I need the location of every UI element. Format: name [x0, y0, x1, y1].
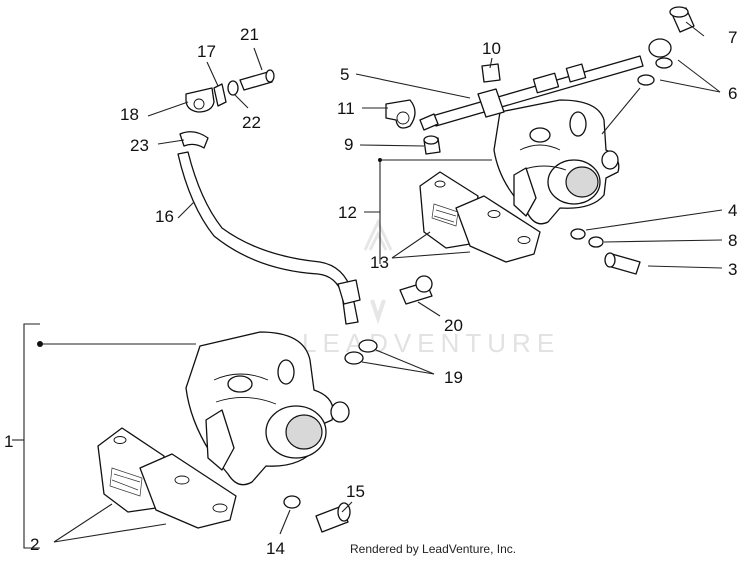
upper-caliper — [493, 99, 620, 225]
callout-11: 11 — [337, 99, 355, 118]
part-18-clamp — [185, 87, 215, 113]
part-6-washer-b — [637, 74, 655, 86]
hose-assembly — [177, 69, 361, 325]
callout-22: 22 — [242, 113, 261, 132]
part-7-bolt — [669, 6, 695, 33]
callout-labels: 1 2 3 4 5 6 7 8 9 10 11 12 13 14 15 16 1… — [4, 25, 737, 558]
ref-dot-12 — [378, 158, 382, 162]
callout-8: 8 — [728, 231, 737, 250]
part-3-bolt — [604, 252, 641, 275]
callout-2: 2 — [30, 535, 39, 554]
part-19-washer-b — [344, 351, 364, 365]
part-6-washer-a — [655, 57, 673, 69]
watermark-text: LEADVENTURE — [302, 328, 560, 358]
part-8-washer — [588, 236, 604, 248]
callout-6: 6 — [728, 84, 737, 103]
part-20-bolt — [399, 275, 433, 305]
callout-4: 4 — [728, 201, 737, 220]
leader-lines — [12, 21, 723, 549]
callout-5: 5 — [340, 65, 349, 84]
callout-19: 19 — [444, 368, 463, 387]
callout-12: 12 — [338, 203, 357, 222]
callout-21: 21 — [240, 25, 259, 44]
watermark: LEADVENTURE — [302, 218, 560, 358]
callout-18: 18 — [120, 105, 139, 124]
callout-17: 17 — [197, 42, 216, 61]
callout-1: 1 — [4, 432, 13, 451]
part-10-clip — [481, 63, 501, 83]
callout-20: 20 — [444, 316, 463, 335]
part-11-clamp — [385, 99, 416, 129]
part-22-washer — [227, 80, 239, 96]
upper-brake-pads — [419, 171, 541, 263]
part-4-washer — [570, 228, 586, 240]
part-23-clip — [179, 131, 209, 149]
callout-23: 23 — [130, 136, 149, 155]
ref-dot-1 — [37, 341, 43, 347]
callout-7: 7 — [728, 28, 737, 47]
callout-14: 14 — [266, 539, 285, 558]
render-credit: Rendered by LeadVenture, Inc. — [350, 542, 516, 556]
lower-brake-pads — [97, 427, 237, 529]
part-15-bolt — [315, 502, 351, 533]
callout-16: 16 — [155, 207, 174, 226]
upper-brake-line — [419, 38, 672, 131]
part-19-washer-a — [358, 339, 378, 353]
callout-10: 10 — [482, 39, 501, 58]
part-14-washer — [283, 495, 301, 509]
callout-9: 9 — [344, 135, 353, 154]
callout-13: 13 — [370, 253, 389, 272]
callout-15: 15 — [346, 482, 365, 501]
part-9-bolt — [423, 135, 441, 155]
callout-3: 3 — [728, 260, 737, 279]
part-17-spacer — [213, 83, 227, 107]
lower-caliper — [185, 331, 350, 486]
